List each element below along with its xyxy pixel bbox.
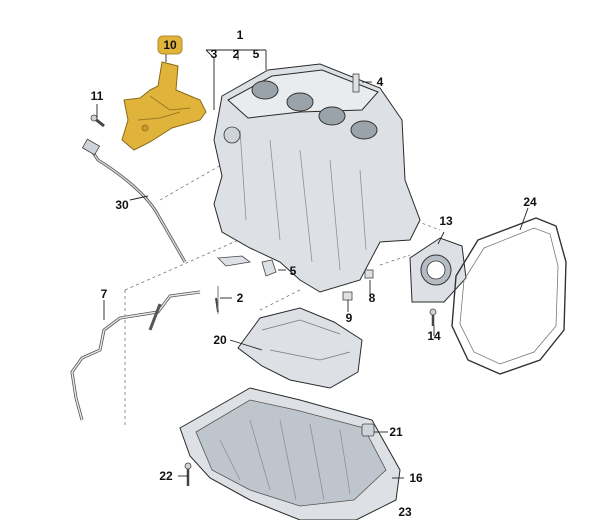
callout-leaders xyxy=(96,49,529,479)
part-seal-flange xyxy=(409,237,467,303)
callout-2: 2 xyxy=(237,291,244,305)
part-baffle xyxy=(237,307,363,389)
callout-20: 20 xyxy=(213,333,227,347)
callout-3: 3 xyxy=(211,47,218,61)
part-oil-pan xyxy=(179,387,401,520)
callout-30: 30 xyxy=(115,198,129,212)
part-bearing-shells xyxy=(215,255,277,314)
part-bolt-11 xyxy=(90,114,105,128)
callout-14: 14 xyxy=(427,329,441,343)
part-bolt-22 xyxy=(184,462,192,486)
callout-2-top: 2 xyxy=(233,47,240,61)
callout-8: 8 xyxy=(369,291,376,305)
callout-23: 23 xyxy=(398,505,412,519)
part-dipstick-tube xyxy=(81,138,187,263)
part-dowel-4 xyxy=(352,73,360,93)
callout-4: 4 xyxy=(377,75,384,89)
callout-1: 1 xyxy=(237,28,244,42)
callout-21: 21 xyxy=(389,425,403,439)
highlight-badge-10 xyxy=(157,35,183,55)
callout-16: 16 xyxy=(409,471,423,485)
callout-11: 11 xyxy=(91,89,104,103)
part-drain-plug xyxy=(361,423,375,437)
callout-24: 24 xyxy=(523,195,537,209)
callout-labels: 10 1 3 2 5 11 4 30 5 2 8 9 7 20 13 14 24… xyxy=(91,28,537,519)
callout-5-top: 5 xyxy=(253,47,260,61)
part-engine-block xyxy=(213,63,421,293)
callout-10: 10 xyxy=(163,38,177,52)
callout-9: 9 xyxy=(346,311,353,325)
part-sleeves xyxy=(342,269,374,301)
part-bolt-14 xyxy=(429,308,437,326)
callout-5: 5 xyxy=(290,264,297,278)
callout-13: 13 xyxy=(439,214,453,228)
callout-22: 22 xyxy=(159,469,173,483)
part-gasket xyxy=(451,217,567,375)
part-oil-pipe xyxy=(70,290,201,421)
callout-7: 7 xyxy=(101,287,108,301)
part-bracket-highlighted xyxy=(121,61,207,151)
